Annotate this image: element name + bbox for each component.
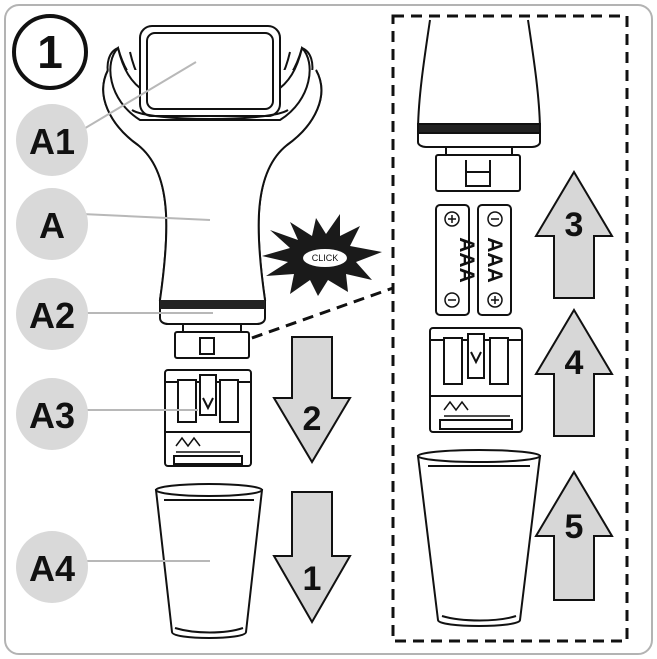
- svg-text:5: 5: [565, 508, 584, 546]
- label-a1: A1: [16, 104, 88, 176]
- handle-band-a2: [160, 300, 265, 309]
- arrow-up-4: 4: [534, 308, 614, 437]
- label-a3: A3: [16, 378, 88, 450]
- label-a2: A2: [16, 278, 88, 350]
- svg-text:4: 4: [565, 344, 584, 382]
- step-badge: 1: [12, 14, 88, 90]
- battery-right: AAA: [477, 204, 512, 316]
- battery-left: AAA: [435, 204, 478, 316]
- svg-text:AAA: AAA: [483, 237, 506, 283]
- battery-holder-view: [429, 327, 523, 433]
- svg-text:A2: A2: [29, 295, 75, 336]
- click-starburst: CLICK: [262, 214, 382, 296]
- arrow-down-1: 1: [272, 491, 352, 625]
- arrow-down-2: 2: [272, 336, 352, 464]
- motor-connector: [174, 323, 250, 359]
- cup-a4: [154, 483, 264, 639]
- svg-text:1: 1: [303, 560, 322, 598]
- step-badge-number: 1: [37, 26, 63, 78]
- label-a: A: [16, 188, 88, 260]
- arrow-up-5: 5: [534, 470, 614, 601]
- leader-lines: [81, 61, 213, 562]
- svg-text:2: 2: [303, 400, 322, 438]
- svg-text:A4: A4: [29, 548, 75, 589]
- cup-view: [416, 449, 542, 627]
- svg-text:A: A: [39, 205, 65, 246]
- head-overlay: [109, 25, 311, 121]
- svg-text:3: 3: [565, 206, 584, 244]
- click-text: CLICK: [312, 253, 339, 263]
- dashed-connector: [217, 286, 394, 352]
- svg-text:A3: A3: [29, 395, 75, 436]
- svg-text:AAA: AAA: [455, 237, 478, 283]
- battery-compartment-a3: [164, 369, 252, 467]
- handle-bottom-view: [416, 19, 542, 192]
- dashed-assembly-box: [391, 14, 629, 643]
- arrow-up-3: 3: [534, 170, 614, 299]
- label-a4: A4: [16, 531, 88, 603]
- outer-frame: [4, 4, 653, 655]
- svg-text:A1: A1: [29, 121, 75, 162]
